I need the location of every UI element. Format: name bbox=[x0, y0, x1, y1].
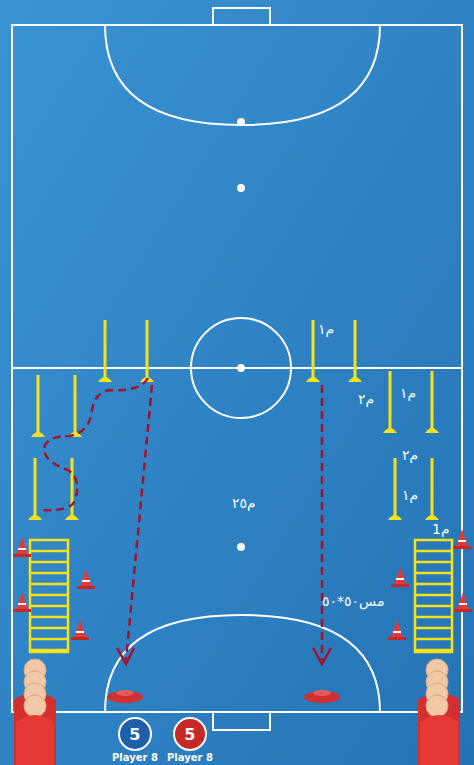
dimension-label: ٢٥م bbox=[232, 496, 256, 511]
agility-ladder bbox=[415, 540, 452, 652]
player-marker: 5Player 8 bbox=[112, 717, 158, 763]
player-marker: 5Player 8 bbox=[167, 717, 213, 763]
player-number: 5 bbox=[129, 725, 140, 744]
dimension-label: ١م bbox=[318, 322, 334, 337]
dimension-label: ٥٠*٥٠سم bbox=[322, 594, 384, 609]
dimension-label: ١م bbox=[402, 488, 418, 503]
dimension-label: ١م bbox=[400, 386, 416, 401]
agility-ladder bbox=[30, 540, 68, 652]
dimension-label: 1م bbox=[432, 522, 450, 537]
player-name: Player 8 bbox=[167, 752, 213, 763]
player-name: Player 8 bbox=[112, 752, 158, 763]
dimension-label: ٢م bbox=[402, 448, 418, 463]
player-number: 5 bbox=[184, 725, 195, 744]
dimension-label: ٢م bbox=[358, 392, 374, 407]
